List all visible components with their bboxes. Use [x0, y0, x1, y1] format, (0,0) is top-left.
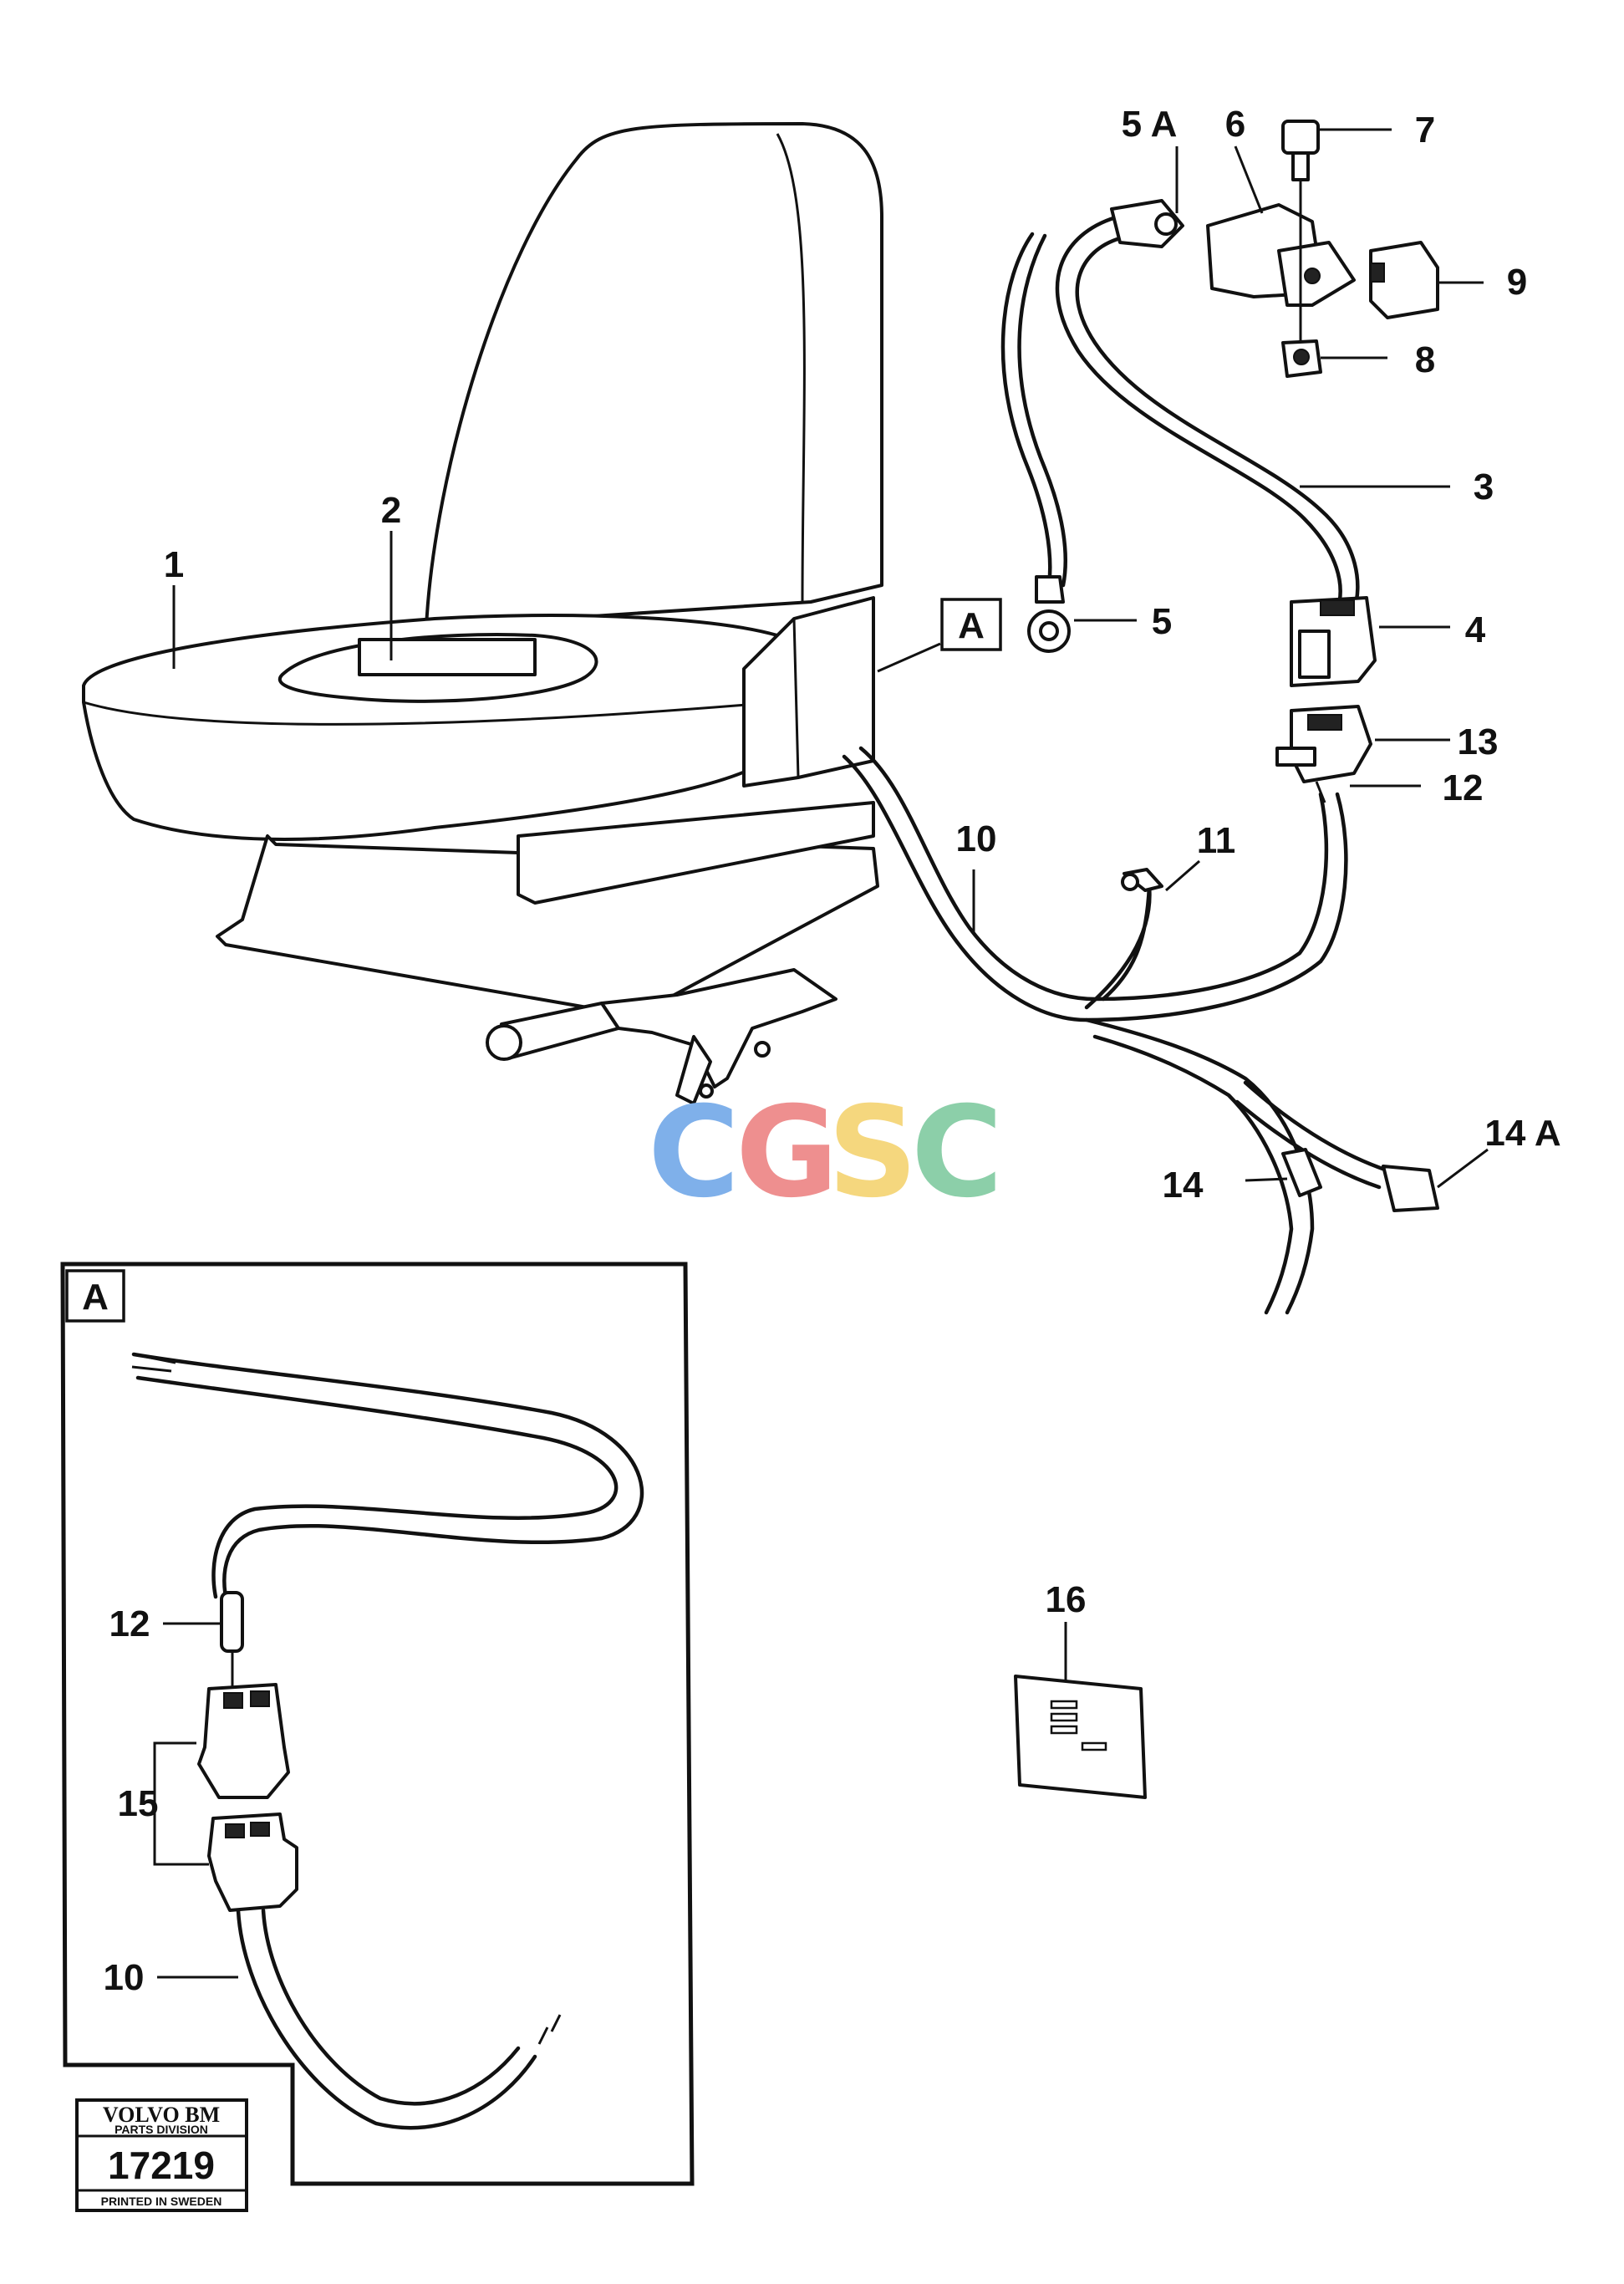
watermark: C G S C	[648, 1080, 1003, 1226]
leader-lines	[172, 128, 1489, 1189]
detail-callout-15: 15	[118, 1783, 159, 1824]
parts-stamp: VOLVO BM PARTS DIVISION 17219 PRINTED IN…	[75, 2098, 248, 2212]
callout-labels: 1 2 5 A 6 7 9 8 3 5 4 13 12 10 11 14 A 1…	[164, 104, 1561, 1620]
seat-drawing	[82, 122, 883, 1105]
stamp-footer: PRINTED IN SWEDEN	[101, 2195, 222, 2208]
detail-callout-12: 12	[109, 1603, 150, 1644]
callout-6: 6	[1225, 104, 1245, 145]
stamp-number: 17219	[108, 2144, 215, 2187]
detail-reference-label: A	[958, 605, 985, 646]
callout-11: 11	[1197, 820, 1236, 861]
detail-a-label: A	[82, 1277, 109, 1318]
callout-8: 8	[1415, 339, 1435, 380]
callout-7: 7	[1415, 110, 1435, 150]
callout-2: 2	[381, 490, 401, 531]
stamp-brand: VOLVO BM	[103, 2103, 220, 2127]
small-parts	[1027, 120, 1439, 803]
callout-5a: 5 A	[1122, 104, 1178, 145]
wiring-harness	[842, 215, 1439, 1315]
callout-14: 14	[1163, 1165, 1204, 1206]
detail-a-panel: A 12 15 10	[60, 1262, 695, 2186]
detail-callout-10: 10	[104, 1957, 145, 1998]
watermark-letter-2: G	[736, 1080, 838, 1226]
callout-5: 5	[1152, 601, 1172, 642]
label-plate-16	[1014, 1622, 1147, 1799]
watermark-letter-3: S	[827, 1080, 918, 1226]
stamp-division: PARTS DIVISION	[115, 2123, 208, 2136]
watermark-letter-1: C	[648, 1080, 740, 1226]
callout-16: 16	[1046, 1579, 1087, 1620]
callout-10: 10	[956, 818, 997, 859]
watermark-letter-4: C	[911, 1080, 1003, 1226]
detail-reference-box: A	[940, 598, 1002, 651]
callout-14a: 14 A	[1484, 1113, 1560, 1154]
callout-1: 1	[164, 544, 184, 585]
callout-12: 12	[1443, 767, 1484, 808]
callout-9: 9	[1507, 262, 1527, 303]
callout-4: 4	[1465, 609, 1486, 650]
callout-3: 3	[1474, 466, 1494, 507]
callout-13: 13	[1458, 721, 1499, 762]
